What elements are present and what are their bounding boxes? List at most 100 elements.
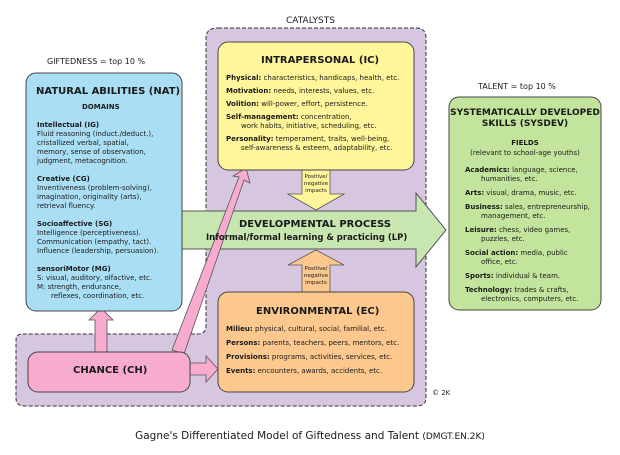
sysdev-title: SKILLS (SYSDEV): [481, 119, 569, 129]
sys-technology-cont: electronics, computers, etc.: [481, 295, 579, 303]
ec-events: Events: encounters, awards, accidents, e…: [226, 367, 382, 376]
chance-box: [27, 351, 191, 393]
ig-line: judgment, metacognition.: [37, 157, 128, 165]
sys-technology: Technology: trades & crafts,: [465, 286, 569, 295]
sg-line: Intelligence (perceptiveness).: [37, 229, 141, 237]
impacts-bottom: Positive/ negative impacts: [300, 266, 332, 287]
ic-physical-label: Physical:: [226, 74, 262, 82]
sys-sports-label: Sports:: [465, 272, 494, 280]
sys-leisure: Leisure: chess, video games,: [465, 226, 570, 235]
ic-selfman-label: Self-management:: [226, 113, 299, 121]
ec-events-label: Events:: [226, 367, 256, 375]
ic-personality-text: temperament, traits, well-being,: [275, 135, 390, 143]
ic-personality: Personality: temperament, traits, well-b…: [226, 135, 389, 144]
cg-head: Creative (CG): [37, 175, 90, 183]
cg-line: imagination, originality (arts),: [37, 193, 142, 201]
sys-academics-text: language, science,: [512, 166, 578, 174]
mg-line: reflexes, coordination, etc.: [51, 292, 145, 300]
sys-arts-text: visual, drama, music, etc.: [486, 189, 577, 197]
ic-physical-text: characteristics, handicaps, health, etc.: [263, 74, 400, 82]
chance-to-ic-arrow: [171, 167, 251, 355]
ic-selfman: Self-management: concentration,: [226, 113, 352, 122]
giftedness-label: GIFTEDNESS = top 10 %: [47, 57, 146, 66]
ic-motivation-label: Motivation:: [226, 87, 272, 95]
caption-code: (DMGT.EN.2K): [422, 432, 485, 442]
ec-events-text: encounters, awards, accidents, etc.: [257, 367, 383, 375]
sg-line: Communication (empathy, tact).: [37, 238, 152, 246]
sg-line: Influence (leadership, persuasion).: [37, 247, 159, 255]
ic-personality-label: Personality:: [226, 135, 274, 143]
ec-persons: Persons: parents, teachers, peers, mento…: [226, 339, 399, 348]
cg-line: retrieval fluency.: [37, 202, 96, 210]
sys-social-label: Social action:: [465, 249, 519, 257]
sys-arts-label: Arts:: [465, 189, 485, 197]
ic-selfman-text: concentration,: [300, 113, 352, 121]
ec-provisions-text: programs, activities, services, etc.: [271, 353, 393, 361]
ic-selfman-cont: work habits, initiative, scheduling, etc…: [241, 122, 377, 130]
chance-title: CHANCE (CH): [73, 365, 148, 376]
impacts-top: Positive/ negative impacts: [300, 174, 332, 195]
ic-box: [217, 41, 415, 171]
ic-physical: Physical: characteristics, handicaps, he…: [226, 74, 399, 83]
ec-box: [217, 291, 415, 393]
copyright-mark: © 2K: [432, 389, 451, 397]
sysdev-fields: FIELDS: [511, 139, 539, 147]
ic-personality-cont: self-awareness & esteem, adaptability, e…: [241, 144, 393, 152]
impacts-bottom-line: Positive/: [304, 266, 328, 272]
caption: Gagne's Differentiated Model of Giftedne…: [0, 430, 620, 442]
ig-head: Intellectual (IG): [37, 121, 100, 129]
sysdev-box: [448, 96, 602, 311]
ig-line: memory, sense of observation,: [37, 148, 146, 156]
chance-to-ec-arrow: [189, 354, 219, 384]
ec-persons-text: parents, teachers, peers, mentors, etc.: [262, 339, 400, 347]
mg-head: sensoriMotor (MG): [37, 265, 111, 273]
ec-milieu-label: Milieu:: [226, 325, 253, 333]
ic-motivation: Motivation: needs, interests, values, et…: [226, 87, 374, 96]
impacts-bottom-line: impacts: [305, 280, 327, 286]
sys-academics: Academics: language, science,: [465, 166, 578, 175]
impacts-top-line: impacts: [305, 188, 327, 194]
ec-provisions: Provisions: programs, activities, servic…: [226, 353, 392, 362]
sys-business-cont: management, etc.: [481, 212, 546, 220]
sys-sports: Sports: individual & team.: [465, 272, 560, 281]
sys-technology-label: Technology:: [465, 286, 513, 294]
sys-business-text: sales, entrepreneurship,: [504, 203, 591, 211]
process-subtitle: Informal/formal learning & practicing (L…: [206, 233, 408, 243]
ic-impacts-arrow: [286, 169, 346, 211]
ic-volition: Volition: will-power, effort, persistenc…: [226, 100, 368, 109]
nat-subtitle: DOMAINS: [82, 103, 120, 111]
sys-social-text: media, public: [520, 249, 568, 257]
ec-provisions-label: Provisions:: [226, 353, 270, 361]
ig-line: Fluid reasoning (induct./deduct.),: [37, 130, 154, 138]
caption-main: Gagne's Differentiated Model of Giftedne…: [135, 430, 419, 442]
ic-title: INTRAPERSONAL (IC): [261, 55, 380, 66]
sys-leisure-label: Leisure:: [465, 226, 497, 234]
nat-box: [25, 72, 183, 312]
sys-leisure-text: chess, video games,: [499, 226, 571, 234]
talent-label: TALENT = top 10 %: [478, 82, 556, 91]
ec-title: ENVIRONMENTAL (EC): [256, 306, 380, 317]
sys-business: Business: sales, entrepreneurship,: [465, 203, 590, 212]
sys-academics-cont: humanities, etc.: [481, 175, 538, 183]
sys-business-label: Business:: [465, 203, 503, 211]
sg-head: Socioaffective (SG): [37, 220, 113, 228]
ig-line: cristallized verbal, spatial,: [37, 139, 129, 147]
ec-persons-label: Persons:: [226, 339, 261, 347]
sys-academics-label: Academics:: [465, 166, 510, 174]
process-title: DEVELOPMENTAL PROCESS: [239, 219, 391, 230]
sys-technology-text: trades & crafts,: [514, 286, 569, 294]
sys-social: Social action: media, public: [465, 249, 568, 258]
catalysts-label: CATALYSTS: [286, 16, 335, 26]
sysdev-fields-note: (relevant to school-age youths): [470, 149, 580, 157]
impacts-top-line: negative: [303, 181, 329, 187]
nat-title: NATURAL ABILITIES (NAT): [36, 86, 181, 97]
impacts-top-line: Positive/: [304, 174, 328, 180]
impacts-bottom-line: negative: [303, 273, 329, 279]
ec-milieu-text: physical, cultural, social, familial, et…: [254, 325, 387, 333]
sys-social-cont: office, etc.: [481, 258, 518, 266]
ic-motivation-text: needs, interests, values, etc.: [273, 87, 375, 95]
mg-line: S: visual, auditory, olfactive, etc.: [37, 274, 153, 282]
mg-line: M: strength, endurance,: [37, 283, 122, 291]
sys-sports-text: individual & team.: [495, 272, 561, 280]
sysdev-title: SYSTEMATICALLY DEVELOPED: [450, 108, 600, 118]
